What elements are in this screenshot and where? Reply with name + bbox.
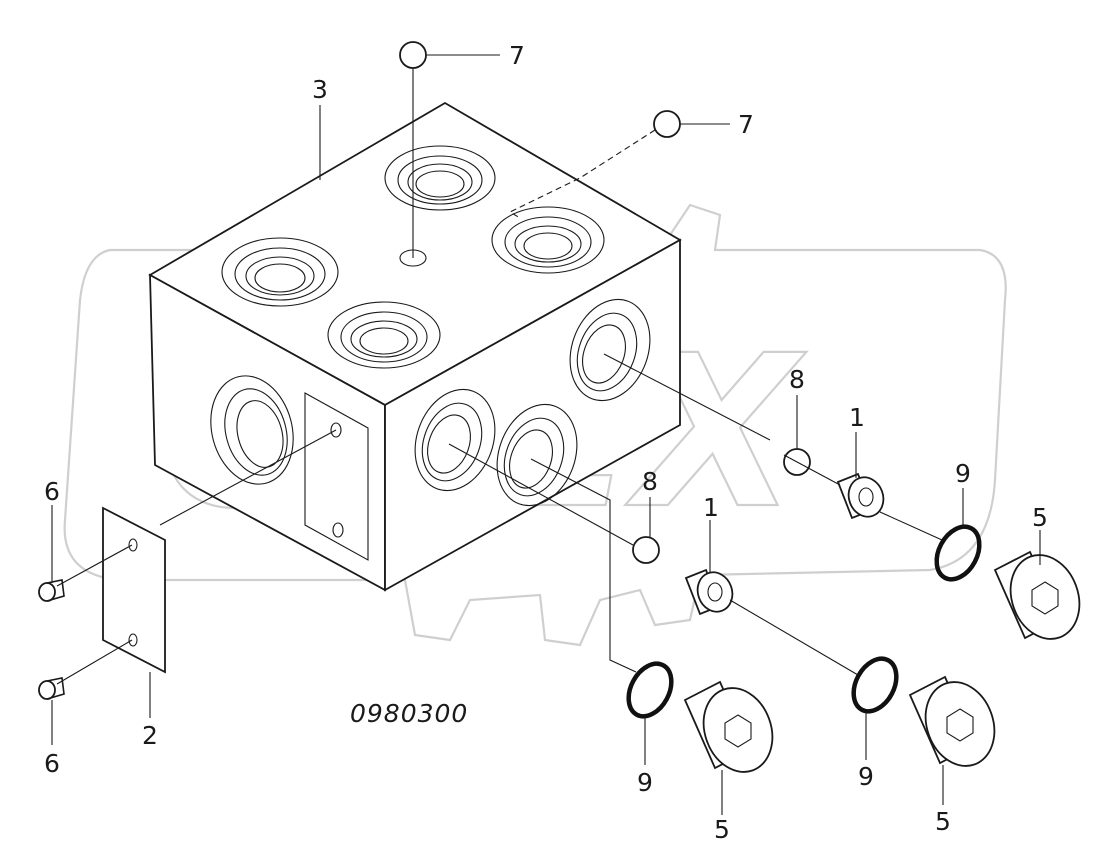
- o-ring-upper-right: [934, 524, 982, 582]
- name-plate-hole-lower: [128, 633, 138, 647]
- left-face-hole-upper: [330, 422, 342, 438]
- left-face-hole-lower: [332, 522, 344, 538]
- callout-2: 2: [142, 721, 158, 750]
- o-ring-lower-left: [626, 661, 674, 719]
- callout-8-right: 8: [789, 365, 805, 394]
- top-port-4: [327, 301, 441, 369]
- callout-7-right: 7: [738, 110, 754, 139]
- callout-9-lower-right: 9: [858, 762, 874, 791]
- assembly-lines: [56, 68, 943, 685]
- valve-block: [148, 101, 682, 592]
- top-port-1: [384, 145, 496, 211]
- right-face-port-2: [414, 388, 496, 492]
- right-face-port-3: [496, 403, 578, 507]
- callout-9-lower-left: 9: [637, 768, 653, 797]
- small-plug-lower: [684, 568, 734, 616]
- callout-8-left: 8: [642, 467, 658, 496]
- callout-5-center: 5: [935, 807, 951, 836]
- o-ring-lower-right: [851, 656, 899, 714]
- screw-lower: [38, 677, 65, 700]
- left-face-mounting-area: [304, 392, 369, 561]
- small-plug-upper: [836, 472, 885, 520]
- ball-7-upper: [399, 41, 427, 69]
- callout-1-upper: 1: [849, 403, 865, 432]
- callout-7-upper: 7: [509, 41, 525, 70]
- block-right-face: [384, 238, 681, 592]
- callout-6-upper: 6: [44, 477, 60, 506]
- drawing-code: 0980300: [350, 699, 468, 728]
- callout-1-lower: 1: [703, 493, 719, 522]
- name-plate-outline: [102, 506, 166, 674]
- ball-7-right: [653, 110, 681, 138]
- name-plate-hole-upper: [128, 538, 138, 552]
- top-port-3: [491, 206, 605, 274]
- callout-3: 3: [312, 75, 328, 104]
- large-plug-center: [908, 675, 996, 767]
- large-plug-left: [683, 680, 774, 773]
- large-plug-right: [993, 550, 1081, 640]
- leader-lines: [51, 54, 1041, 815]
- callout-6-lower: 6: [44, 749, 60, 778]
- ball-8-left: [632, 536, 660, 564]
- callout-5-left: 5: [714, 815, 730, 844]
- callout-labels: 7 7 3 8 8 1 1 9 5 9 9 5 5 6 6 2: [44, 41, 1048, 844]
- right-face-port-1: [569, 298, 651, 402]
- screw-upper: [38, 579, 65, 602]
- top-port-2: [221, 237, 339, 307]
- callout-5-right: 5: [1032, 503, 1048, 532]
- name-plate: [102, 506, 166, 674]
- callout-9-upper-right: 9: [955, 459, 971, 488]
